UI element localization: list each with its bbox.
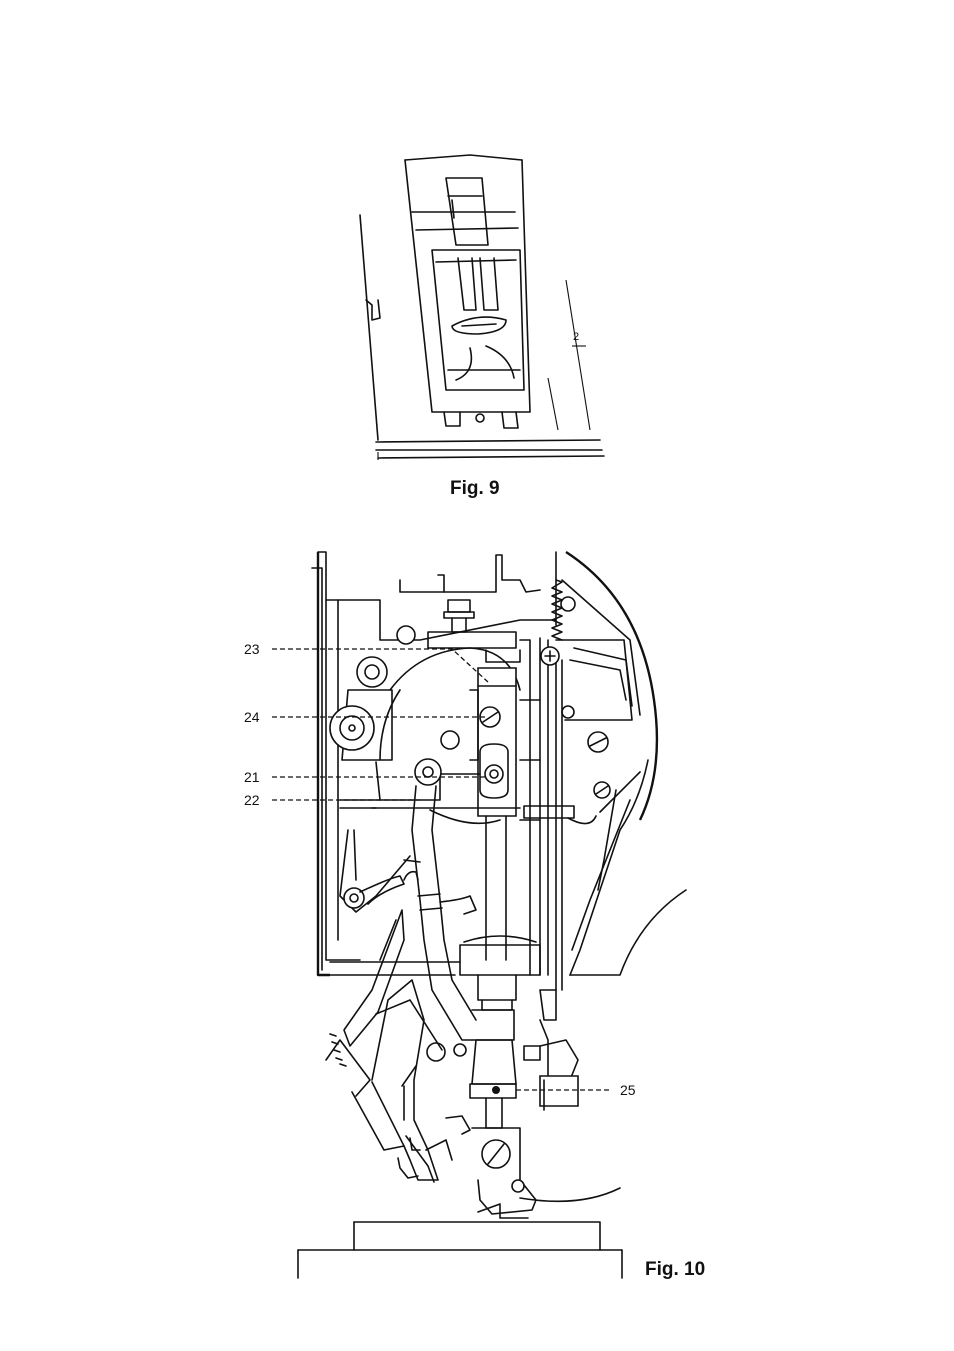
fig10-callout-23: 23 <box>244 641 260 657</box>
fig10-callout-25: 25 <box>620 1082 636 1098</box>
fig10-callout-21: 21 <box>244 769 260 785</box>
figure-10: 23 24 21 22 25 Fig. 10 <box>0 520 954 1351</box>
fig10-callout-24: 24 <box>244 709 260 725</box>
figure-10-drawing <box>0 520 954 1351</box>
fig9-callout-2: 2 <box>573 331 579 343</box>
fig9-caption: Fig. 9 <box>450 478 500 500</box>
figure-9: 2 Fig. 9 <box>0 0 954 520</box>
figure-9-drawing <box>0 0 954 520</box>
fig10-callout-22: 22 <box>244 792 260 808</box>
fig10-caption: Fig. 10 <box>645 1259 705 1281</box>
